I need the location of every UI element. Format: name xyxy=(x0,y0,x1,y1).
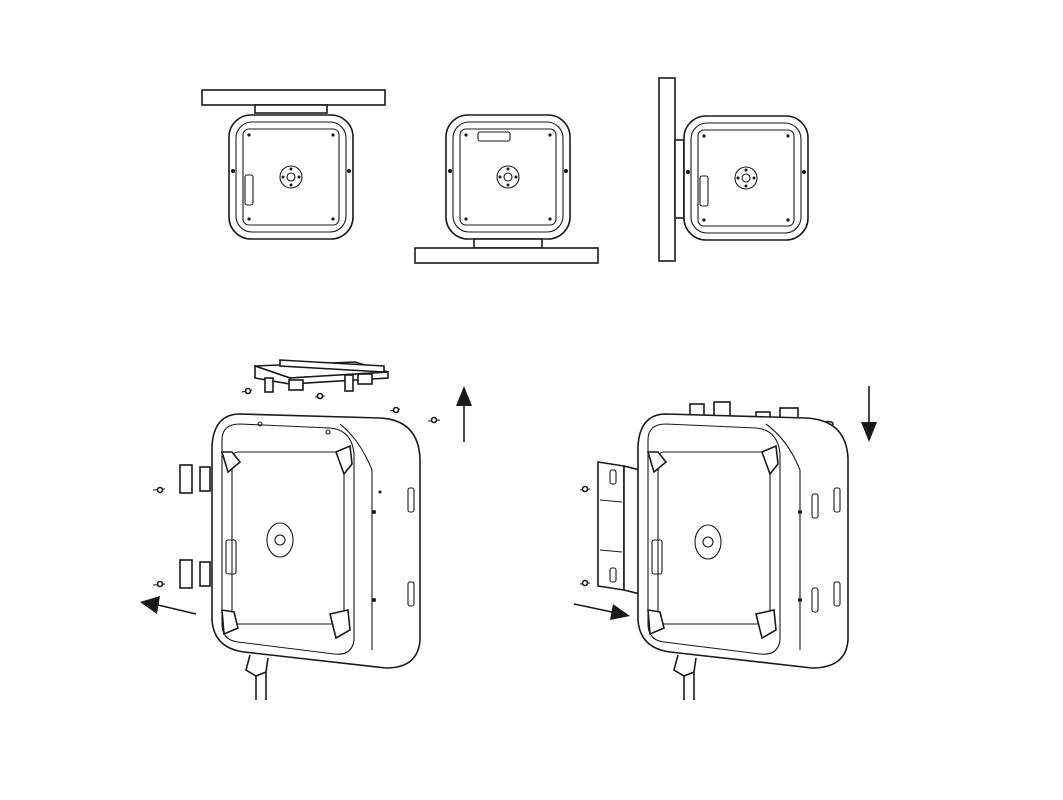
wall-bracket xyxy=(597,461,641,596)
remove-bracket-view xyxy=(140,359,472,700)
ceiling-surface xyxy=(201,89,386,106)
mount-bracket xyxy=(473,238,543,249)
wall-surface xyxy=(658,77,676,262)
mount-bracket xyxy=(674,139,685,219)
mount-bracket xyxy=(254,104,328,114)
arrow-up-icon xyxy=(456,386,472,442)
ceiling-mount-view xyxy=(201,89,386,240)
floor-surface xyxy=(414,247,599,264)
floor-mount-view xyxy=(414,114,599,264)
arrow-right-icon xyxy=(573,603,630,620)
top-bracket xyxy=(254,359,389,393)
arrow-down-icon xyxy=(861,386,877,442)
wall-mount-view xyxy=(658,77,809,262)
attach-bracket-view xyxy=(573,386,877,700)
arrow-left-icon xyxy=(140,596,197,615)
